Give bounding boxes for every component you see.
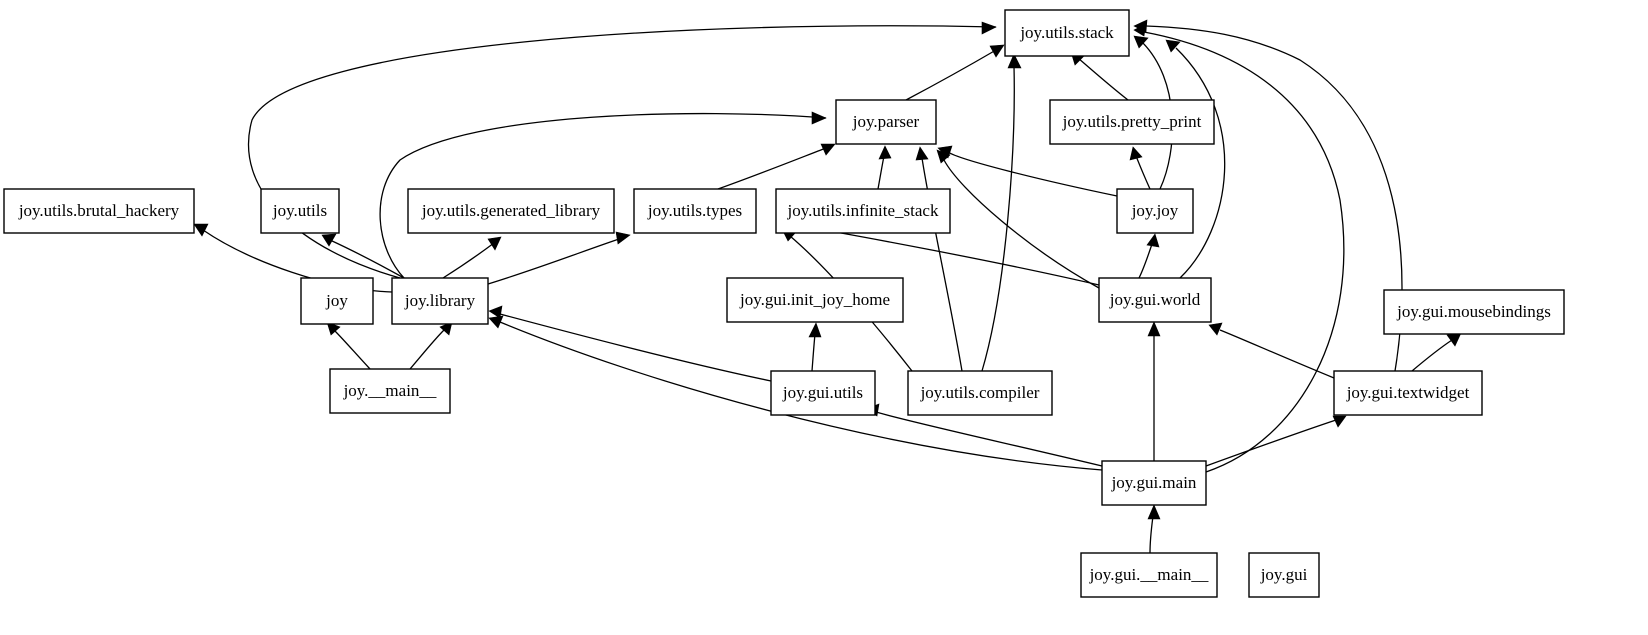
node-label: joy	[325, 291, 348, 310]
node-joy-gui-textwidget[interactable]: joy.gui.textwidget	[1333, 370, 1483, 416]
arrowhead-compiler-to-stack	[1007, 53, 1022, 69]
node-joy-utils-infinite-stack[interactable]: joy.utils.infinite_stack	[775, 188, 951, 234]
edge-gui-main-to-textwidget	[1205, 419, 1337, 467]
arrowhead-gui-utils-to-library	[488, 305, 503, 319]
arrowhead-gui-main-to-gui-world	[1147, 321, 1161, 337]
edge-library-to-parser	[379, 112, 827, 279]
node-label: joy.utils.stack	[1019, 23, 1114, 42]
edge-world-to-stack	[1175, 47, 1226, 279]
arrowhead-library-to-types	[615, 231, 631, 245]
edge-library-to-utils	[329, 239, 405, 279]
edge-library-to-generated-library	[442, 242, 495, 279]
node-label: joy.utils.types	[647, 201, 742, 220]
edge-pretty-print-to-stack	[1077, 57, 1129, 101]
node-label: joy.joy	[1131, 201, 1179, 220]
edge-joy-main-to-library	[409, 329, 445, 370]
arrowhead-gui-main-to-library	[488, 315, 504, 329]
node-joy[interactable]: joy	[300, 277, 374, 325]
node-joy-utils[interactable]: joy.utils	[260, 188, 340, 234]
node-label: joy.gui.world	[1109, 290, 1201, 309]
edge-world-to-parser	[943, 159, 1100, 289]
edge-compiler-to-parser	[921, 157, 963, 372]
edge-gui-utils-to-init-joy-home	[811, 333, 816, 372]
arrowhead-infinite-stack-to-parser	[878, 145, 892, 160]
edge-joy-main-to-joy	[333, 329, 371, 370]
edge-gui-main-to-library	[499, 321, 1103, 471]
node-label: joy.gui.main	[1111, 473, 1197, 492]
arrowhead-gui-utils-to-init-joy-home	[808, 322, 822, 338]
node-label: joy.gui.utils	[782, 383, 863, 402]
edge-gui-dunder-main-to-gui-main	[1149, 515, 1154, 554]
node-joy-gui-dunder-main[interactable]: joy.gui.__main__	[1080, 552, 1218, 598]
arrowhead-gui-dunder-main-to-gui-main	[1147, 504, 1161, 520]
arrowhead-library-to-parser	[811, 111, 827, 125]
edge-gui-main-to-gui-utils	[875, 411, 1103, 467]
arrowhead-gui-main-to-textwidget	[1332, 415, 1347, 428]
node-joy-gui-mousebindings[interactable]: joy.gui.mousebindings	[1383, 289, 1565, 335]
arrowhead-world-to-parser	[936, 149, 951, 164]
node-label: joy.gui.mousebindings	[1396, 302, 1551, 321]
node-joy-utils-types[interactable]: joy.utils.types	[633, 188, 757, 234]
arrowhead-textwidget-to-gui-world	[1208, 322, 1223, 336]
node-joy-utils-stack[interactable]: joy.utils.stack	[1004, 9, 1130, 57]
node-joy-utils-brutal-hackery[interactable]: joy.utils.brutal_hackery	[3, 188, 195, 234]
arrowhead-library-to-brutal-hackery	[193, 223, 209, 237]
nodes-layer: joy.utils.stack joy.parser joy.utils.pre…	[3, 9, 1565, 598]
arrowhead-compiler-to-parser	[915, 146, 929, 161]
edge-textwidget-to-mousebindings	[1411, 339, 1453, 372]
edge-gui-utils-to-library	[499, 313, 772, 382]
node-joy-utils-pretty-print[interactable]: joy.utils.pretty_print	[1049, 99, 1215, 145]
edge-library-to-types	[487, 237, 623, 285]
node-joy-dunder-main[interactable]: joy.__main__	[329, 368, 451, 414]
node-label: joy.parser	[852, 112, 920, 131]
arrowhead-types-to-parser	[820, 143, 836, 156]
arrowhead-textwidget-to-mousebindings	[1446, 332, 1462, 347]
node-joy-gui[interactable]: joy.gui	[1248, 552, 1320, 598]
arrowhead-joy-joy-to-stack	[1133, 35, 1149, 49]
edge-joy-joy-to-pretty-print	[1135, 155, 1151, 190]
node-joy-joy[interactable]: joy.joy	[1116, 188, 1194, 234]
node-label: joy.__main__	[343, 381, 437, 400]
node-joy-library[interactable]: joy.library	[391, 277, 489, 325]
arrowhead-joy-joy-to-pretty-print	[1129, 146, 1143, 161]
node-label: joy.gui.textwidget	[1346, 383, 1470, 402]
edge-world-to-joy-joy	[1138, 243, 1153, 279]
node-label: joy.gui.init_joy_home	[739, 290, 890, 309]
edge-joy-joy-to-parser	[947, 151, 1118, 197]
edge-types-to-parser	[717, 147, 827, 190]
arrowhead-library-to-stack	[981, 21, 997, 35]
arrowhead-world-to-joy-joy	[1146, 233, 1160, 248]
node-joy-gui-utils[interactable]: joy.gui.utils	[770, 370, 876, 416]
node-joy-parser[interactable]: joy.parser	[835, 99, 937, 145]
edge-compiler-to-stack	[981, 65, 1015, 372]
node-label: joy.library	[404, 291, 476, 310]
arrowhead-library-to-utils	[321, 233, 337, 247]
node-label: joy.gui.__main__	[1089, 565, 1209, 584]
node-label: joy.utils.infinite_stack	[787, 201, 939, 220]
node-label: joy.utils.pretty_print	[1062, 112, 1202, 131]
edge-parser-to-stack	[905, 49, 997, 101]
node-joy-utils-compiler[interactable]: joy.utils.compiler	[907, 370, 1053, 416]
node-label: joy.utils	[272, 201, 327, 220]
node-label: joy.utils.brutal_hackery	[18, 201, 180, 220]
arrowhead-library-to-generated-library	[487, 236, 502, 251]
arrowhead-parser-to-stack	[989, 44, 1005, 58]
edge-infinite-stack-to-parser	[877, 155, 885, 190]
node-joy-utils-generated-library[interactable]: joy.utils.generated_library	[407, 188, 615, 234]
edge-gui-main-to-stack	[1143, 31, 1345, 473]
node-label: joy.utils.compiler	[920, 383, 1040, 402]
node-joy-gui-init-joy-home[interactable]: joy.gui.init_joy_home	[726, 277, 904, 323]
node-label: joy.gui	[1260, 565, 1308, 584]
node-joy-gui-world[interactable]: joy.gui.world	[1098, 277, 1212, 323]
arrowhead-textwidget-to-stack	[1133, 19, 1148, 33]
edge-textwidget-to-gui-world	[1219, 329, 1335, 379]
node-joy-gui-main[interactable]: joy.gui.main	[1101, 460, 1207, 506]
node-label: joy.utils.generated_library	[421, 201, 601, 220]
arrowhead-world-to-stack	[1165, 39, 1181, 53]
